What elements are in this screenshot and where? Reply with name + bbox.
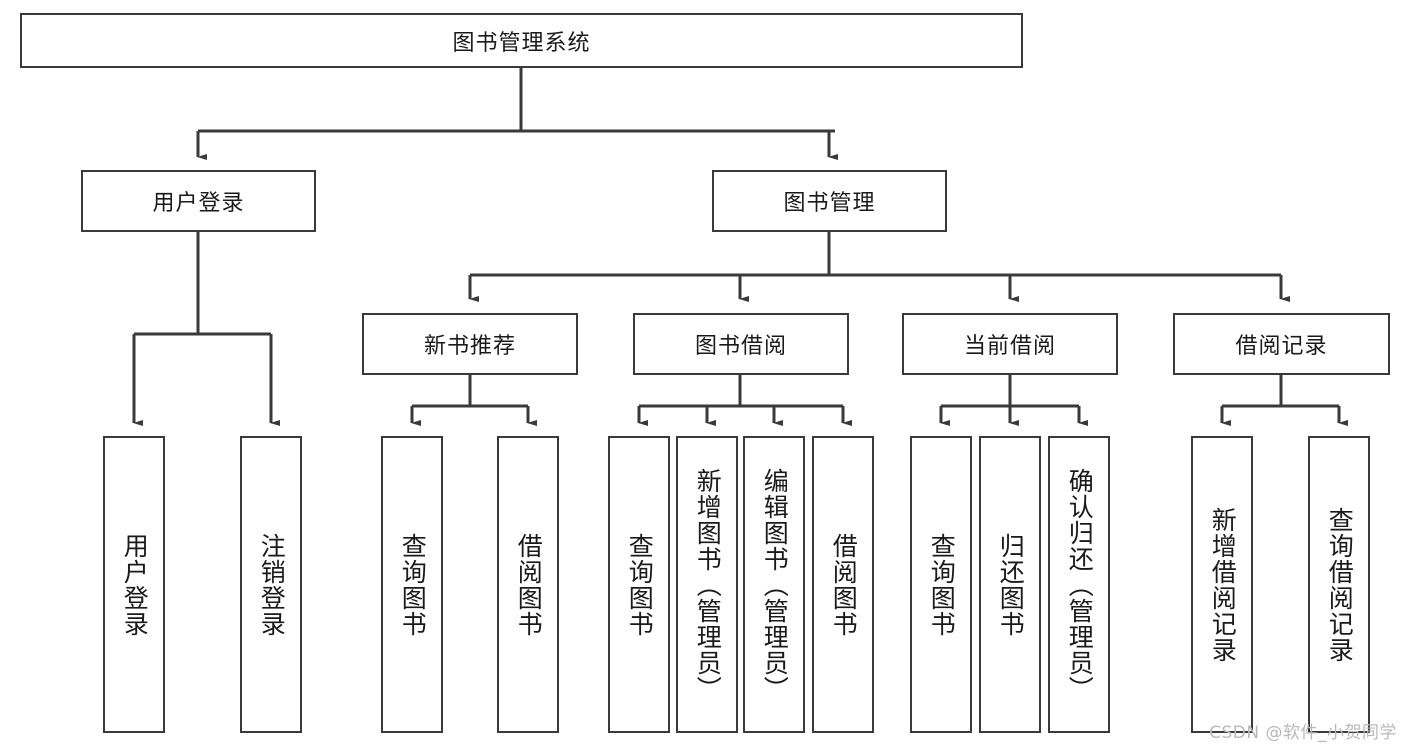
node-label: 图书管理系统 xyxy=(452,30,591,56)
node-label: 当前借阅 xyxy=(963,334,1056,359)
node-label: 新增借阅记录 xyxy=(1208,506,1238,663)
leaf-confirm-return[interactable]: 确认归还（管理员） xyxy=(1048,436,1110,733)
leaf-query-book-1[interactable]: 查询图书 xyxy=(381,436,443,733)
node-label: 图书管理 xyxy=(783,191,876,216)
node-label: 查询图书 xyxy=(398,532,428,637)
leaf-query-record[interactable]: 查询借阅记录 xyxy=(1308,436,1370,733)
leaf-add-record[interactable]: 新增借阅记录 xyxy=(1191,436,1253,733)
leaf-return-book[interactable]: 归还图书 xyxy=(979,436,1041,733)
node-book-management[interactable]: 图书管理 xyxy=(712,170,947,232)
node-label: 新书推荐 xyxy=(423,334,516,359)
node-label: 编辑图书（管理员） xyxy=(760,467,790,702)
leaf-add-book[interactable]: 新增图书（管理员） xyxy=(676,436,738,733)
node-label: 借阅图书 xyxy=(829,532,859,637)
leaf-borrow-book-1[interactable]: 借阅图书 xyxy=(497,436,559,733)
leaf-edit-book[interactable]: 编辑图书（管理员） xyxy=(743,436,805,733)
leaf-query-book-2[interactable]: 查询图书 xyxy=(608,436,670,733)
leaf-logout-login[interactable]: 注销登录 xyxy=(240,436,302,733)
node-label: 确认归还（管理员） xyxy=(1065,467,1095,702)
node-borrow-record[interactable]: 借阅记录 xyxy=(1173,313,1390,375)
leaf-borrow-book-2[interactable]: 借阅图书 xyxy=(812,436,874,733)
node-label: 借阅记录 xyxy=(1235,334,1328,359)
node-current-borrow[interactable]: 当前借阅 xyxy=(902,313,1118,375)
node-user-login[interactable]: 用户登录 xyxy=(81,170,316,232)
node-label: 用户登录 xyxy=(152,191,245,216)
node-label: 图书借阅 xyxy=(694,334,787,359)
node-label: 查询图书 xyxy=(625,532,655,637)
node-label: 查询图书 xyxy=(927,532,957,637)
node-label: 注销登录 xyxy=(257,532,287,637)
leaf-query-book-3[interactable]: 查询图书 xyxy=(910,436,972,733)
leaf-user-login[interactable]: 用户登录 xyxy=(103,436,165,733)
watermark: CSDN @软件_小贺同学 xyxy=(1209,723,1397,743)
node-book-management-system[interactable]: 图书管理系统 xyxy=(20,13,1023,68)
node-new-book-recommend[interactable]: 新书推荐 xyxy=(362,313,578,375)
node-label: 归还图书 xyxy=(996,532,1026,637)
node-label: 查询借阅记录 xyxy=(1325,506,1355,663)
node-label: 新增图书（管理员） xyxy=(693,467,723,702)
node-label: 用户登录 xyxy=(120,532,150,637)
node-book-borrow[interactable]: 图书借阅 xyxy=(633,313,849,375)
node-label: 借阅图书 xyxy=(514,532,544,637)
